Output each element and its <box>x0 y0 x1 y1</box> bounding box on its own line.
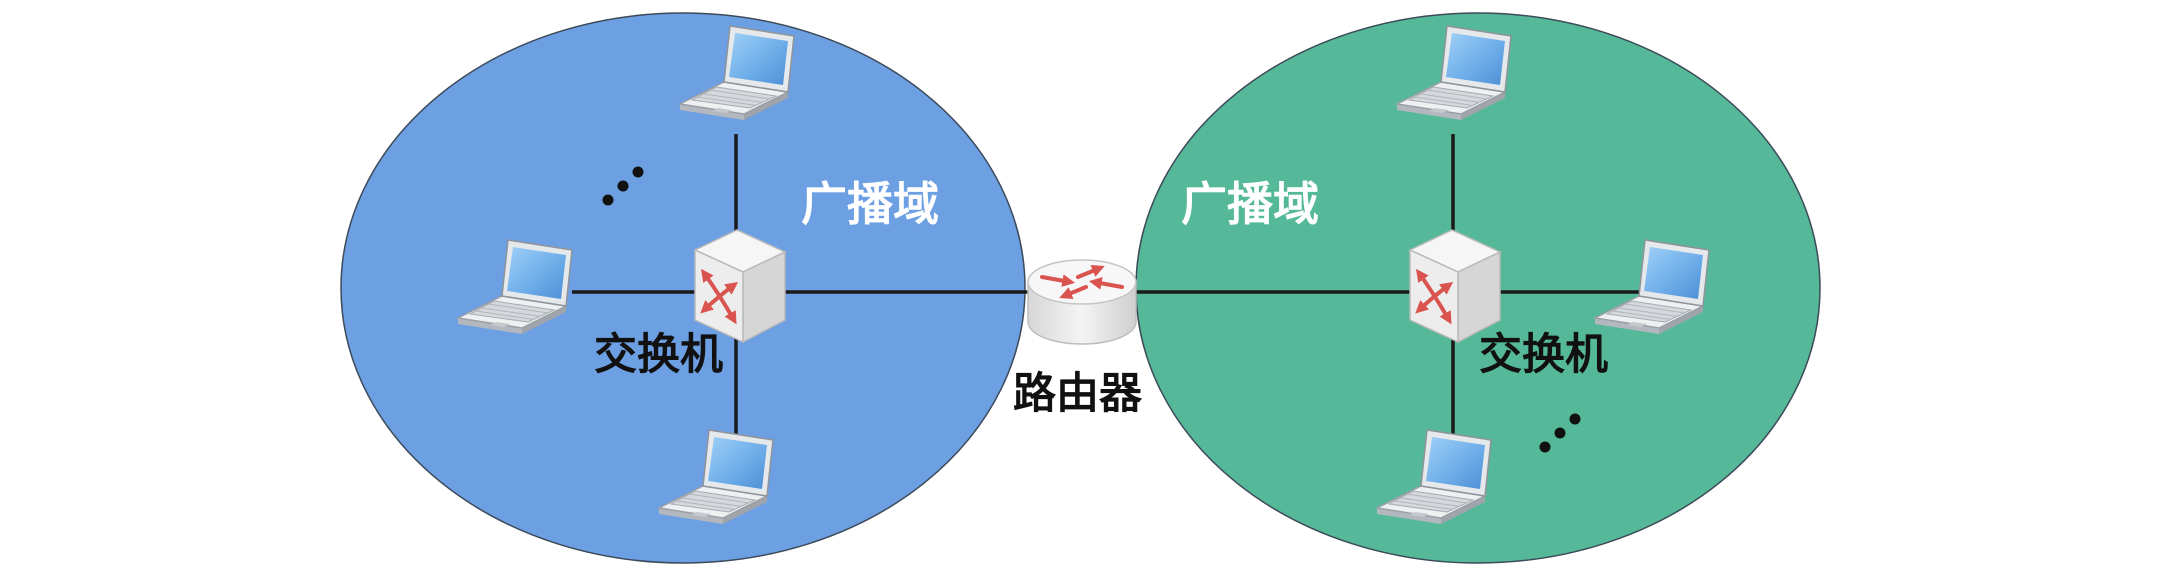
switch-icon <box>1410 230 1500 342</box>
right-broadcast-domain-label: 广播域 <box>1181 177 1319 231</box>
right-switch-label: 交换机 <box>1479 330 1608 380</box>
left-switch-label: 交换机 <box>594 330 723 380</box>
router-icon <box>1028 260 1136 344</box>
ellipsis-dots-icon <box>602 166 644 206</box>
ellipsis-dots-icon <box>1539 413 1581 453</box>
left-broadcast-domain-label: 广播域 <box>801 177 939 231</box>
router-label: 路由器 <box>1013 369 1143 419</box>
left-broadcast-domain <box>340 12 1026 564</box>
switch-icon <box>695 230 785 342</box>
